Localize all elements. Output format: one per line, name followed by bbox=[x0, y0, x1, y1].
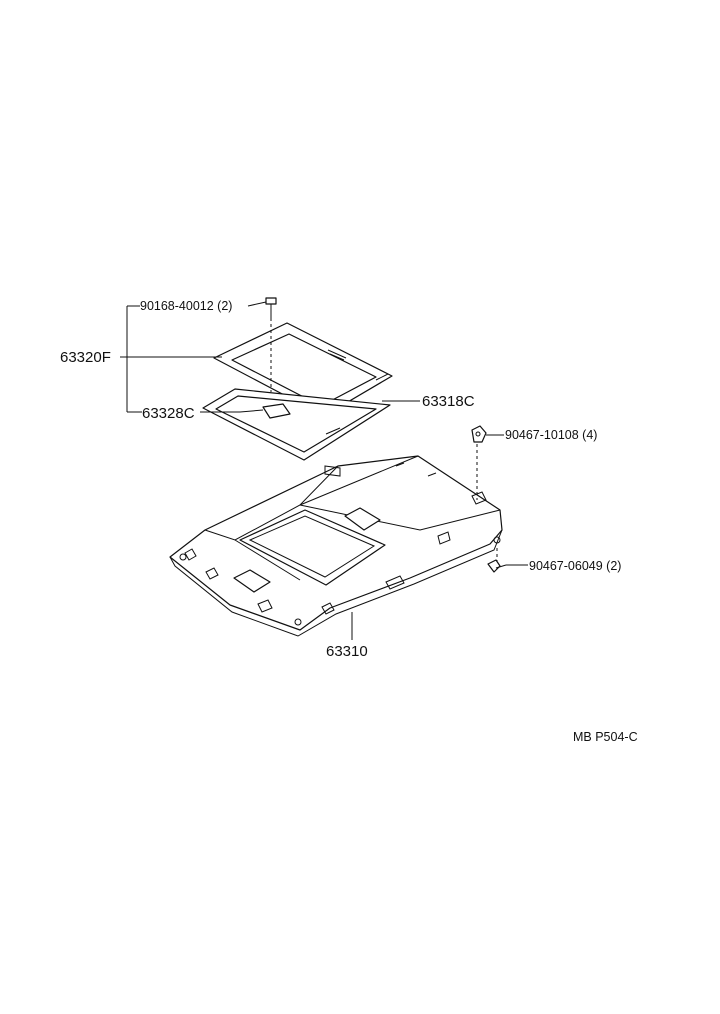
sunroof-seal-63328C bbox=[325, 427, 341, 435]
diagram-code: MB P504-C bbox=[573, 730, 638, 744]
label-90168-40012: 90168-40012 (2) bbox=[140, 299, 232, 313]
label-90467-06049: 90467-06049 (2) bbox=[529, 559, 621, 573]
roof-headlining-63310 bbox=[169, 455, 503, 637]
label-63320F: 63320F bbox=[60, 349, 111, 366]
label-90467-10108: 90467-10108 (4) bbox=[505, 428, 597, 442]
clip-90467-10108 bbox=[471, 425, 487, 500]
label-63328C: 63328C bbox=[142, 405, 195, 422]
label-63318C: 63318C bbox=[422, 393, 475, 410]
label-63310: 63310 bbox=[326, 643, 368, 660]
sunroof-trim-63318C bbox=[202, 388, 391, 461]
leader-lines bbox=[120, 301, 528, 640]
clip-90467-06049 bbox=[487, 548, 507, 573]
sunroof-frame-63320F bbox=[213, 322, 393, 417]
